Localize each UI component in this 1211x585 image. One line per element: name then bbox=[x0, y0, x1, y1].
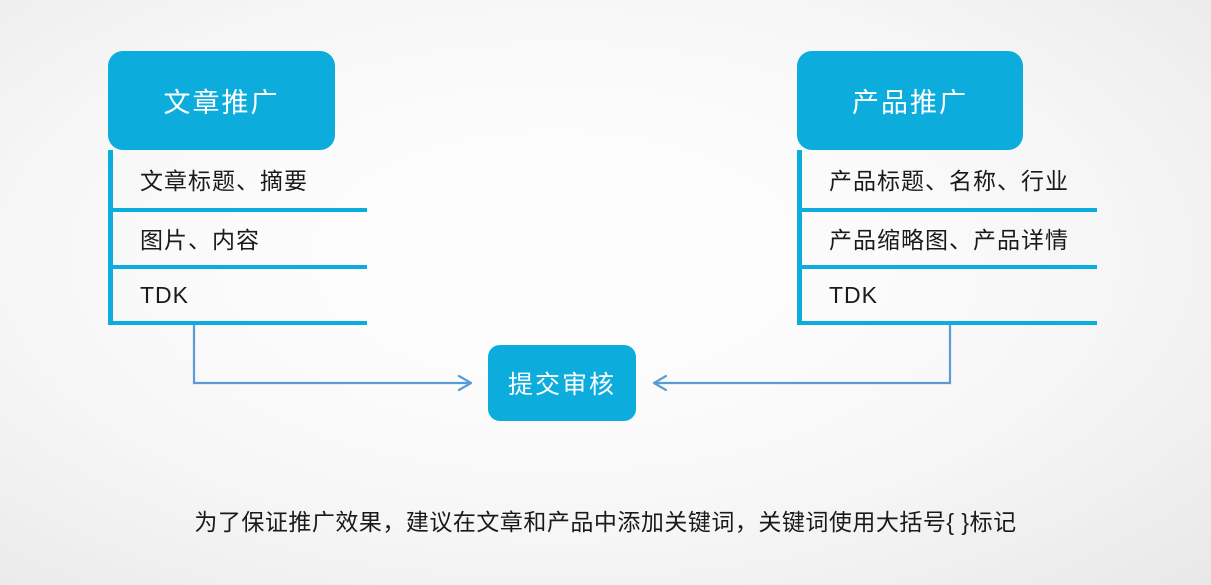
list-item[interactable]: 产品缩略图、产品详情 bbox=[797, 207, 1097, 266]
list-item-label: TDK bbox=[829, 282, 878, 309]
connector-left-arrowhead bbox=[457, 374, 473, 392]
article-promotion-list: 文章标题、摘要 图片、内容 TDK bbox=[108, 150, 367, 325]
list-item[interactable]: TDK bbox=[797, 265, 1097, 323]
header-pill-product-promotion-label: 产品推广 bbox=[852, 88, 968, 118]
list-item-label: TDK bbox=[140, 282, 189, 309]
connector-right-arrowhead bbox=[652, 374, 668, 392]
list-item[interactable]: 产品标题、名称、行业 bbox=[797, 150, 1097, 208]
diagram-caption: 为了保证推广效果，建议在文章和产品中添加关键词，关键词使用大括号{ }标记 bbox=[194, 509, 1017, 535]
list-item-label: 产品缩略图、产品详情 bbox=[829, 227, 1069, 254]
list-item[interactable]: 图片、内容 bbox=[108, 207, 367, 266]
list-item-label: 图片、内容 bbox=[140, 227, 260, 254]
product-promotion-list: 产品标题、名称、行业 产品缩略图、产品详情 TDK bbox=[797, 150, 1097, 325]
list-spine-left bbox=[108, 150, 113, 325]
node-submit-review[interactable]: 提交审核 bbox=[488, 345, 636, 421]
connector-left-path bbox=[192, 325, 470, 385]
node-submit-review-label: 提交审核 bbox=[507, 371, 616, 399]
list-baseline-left bbox=[108, 321, 367, 325]
list-item-label: 文章标题、摘要 bbox=[140, 167, 308, 194]
list-item[interactable]: TDK bbox=[108, 265, 367, 323]
header-pill-article-promotion-label: 文章推广 bbox=[163, 88, 280, 118]
header-pill-article-promotion[interactable]: 文章推广 bbox=[108, 51, 335, 150]
connector-right-path bbox=[655, 325, 952, 385]
list-baseline-right bbox=[797, 321, 1097, 325]
list-item[interactable]: 文章标题、摘要 bbox=[108, 150, 367, 208]
list-item-label: 产品标题、名称、行业 bbox=[829, 167, 1069, 194]
list-spine-right bbox=[797, 150, 802, 325]
header-pill-product-promotion[interactable]: 产品推广 bbox=[797, 51, 1023, 150]
